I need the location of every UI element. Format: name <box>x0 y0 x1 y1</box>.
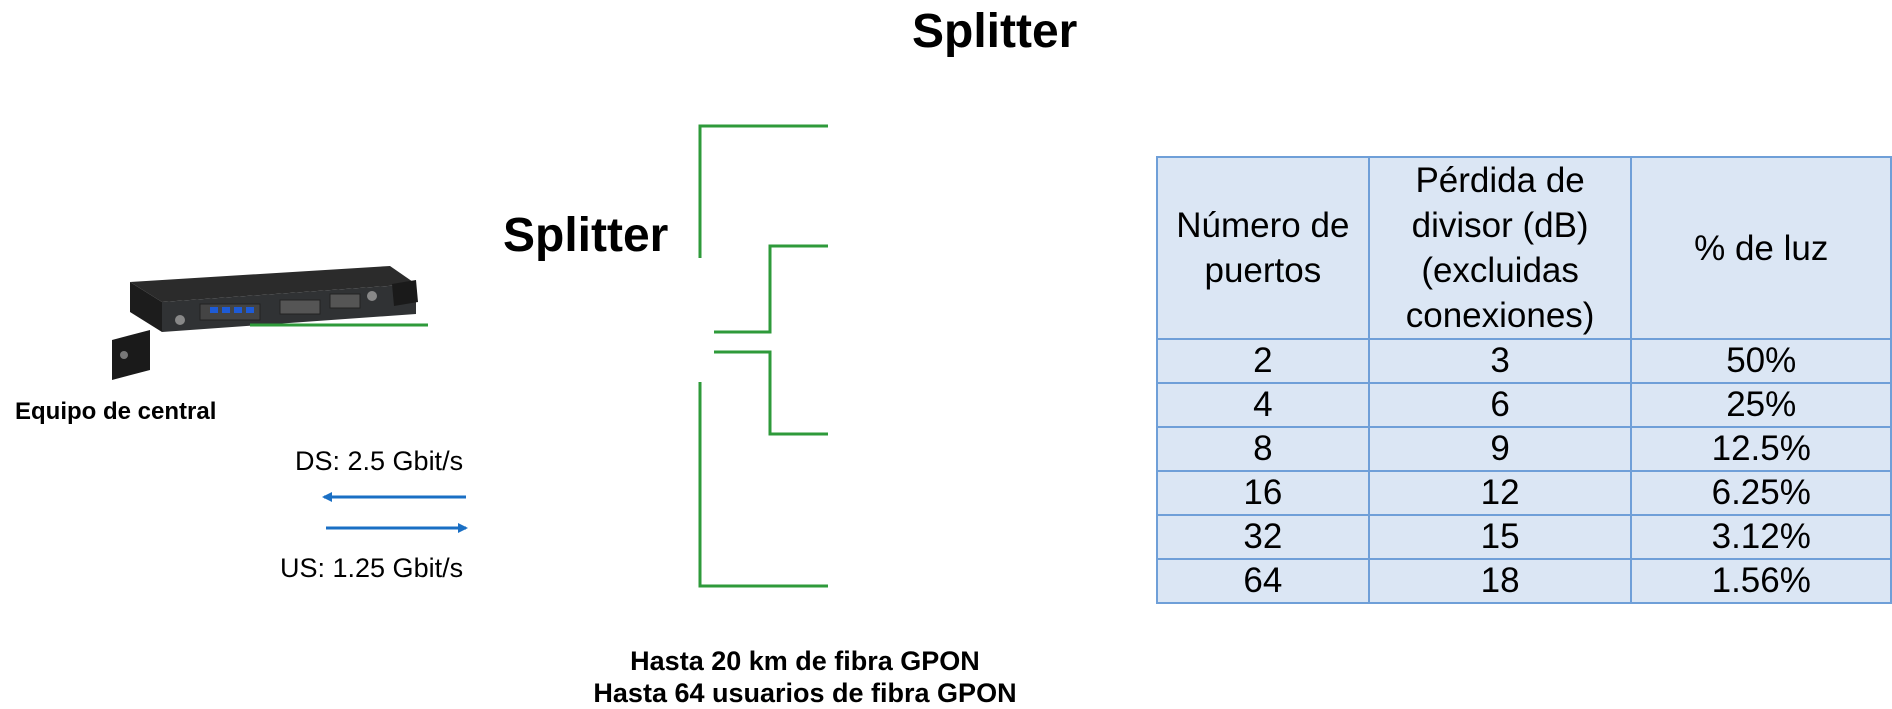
cell-loss: 3 <box>1367 338 1633 384</box>
table-row: 8 9 12.5% <box>1156 426 1892 472</box>
header-light: % de luz <box>1630 156 1892 340</box>
table-row: 64 18 1.56% <box>1156 558 1892 604</box>
table-row: 2 3 50% <box>1156 338 1892 384</box>
table-row: 16 12 6.25% <box>1156 470 1892 516</box>
cell-ports: 16 <box>1156 470 1370 516</box>
downstream-rate-label: DS: 2.5 Gbit/s <box>295 446 464 476</box>
fiber-to-splitter-4 <box>698 382 828 588</box>
splitter-left-title: Splitter <box>503 209 669 262</box>
fiber-lines <box>250 124 828 588</box>
cell-ports: 64 <box>1156 558 1370 604</box>
cell-ports: 4 <box>1156 382 1370 428</box>
cell-light: 6.25% <box>1630 470 1892 516</box>
cell-light: 50% <box>1630 338 1892 384</box>
cell-loss: 9 <box>1367 426 1633 472</box>
cell-ports: 32 <box>1156 514 1370 560</box>
fiber-to-splitter-1 <box>698 124 828 258</box>
cell-loss: 15 <box>1367 514 1633 560</box>
header-loss: Pérdida de divisor (dB) (excluidas conex… <box>1367 156 1633 340</box>
fiber-to-splitter-2 <box>714 244 828 334</box>
cell-loss: 18 <box>1367 558 1633 604</box>
cell-loss: 12 <box>1367 470 1633 516</box>
caption-users: Hasta 64 usuarios de fibra GPON <box>593 678 1017 708</box>
splitter-loss-table: Número de puertos Pérdida de divisor (dB… <box>1156 156 1892 604</box>
cell-light: 12.5% <box>1630 426 1892 472</box>
olt-equipment-icon <box>112 266 418 380</box>
table-row: 32 15 3.12% <box>1156 514 1892 560</box>
upstream-rate-label: US: 1.25 Gbit/s <box>280 553 464 583</box>
cell-loss: 6 <box>1367 382 1633 428</box>
fiber-to-splitter-3 <box>714 350 828 436</box>
cell-light: 25% <box>1630 382 1892 428</box>
cell-light: 1.56% <box>1630 558 1892 604</box>
table-row: 4 6 25% <box>1156 382 1892 428</box>
caption-distance: Hasta 20 km de fibra GPON <box>630 646 980 676</box>
header-ports: Número de puertos <box>1156 156 1370 340</box>
cell-ports: 2 <box>1156 338 1370 384</box>
table-header-row: Número de puertos Pérdida de divisor (dB… <box>1156 156 1892 340</box>
central-equipment-label: Equipo de central <box>15 398 217 425</box>
cell-ports: 8 <box>1156 426 1370 472</box>
cell-light: 3.12% <box>1630 514 1892 560</box>
splitter-top-title: Splitter <box>912 5 1078 58</box>
